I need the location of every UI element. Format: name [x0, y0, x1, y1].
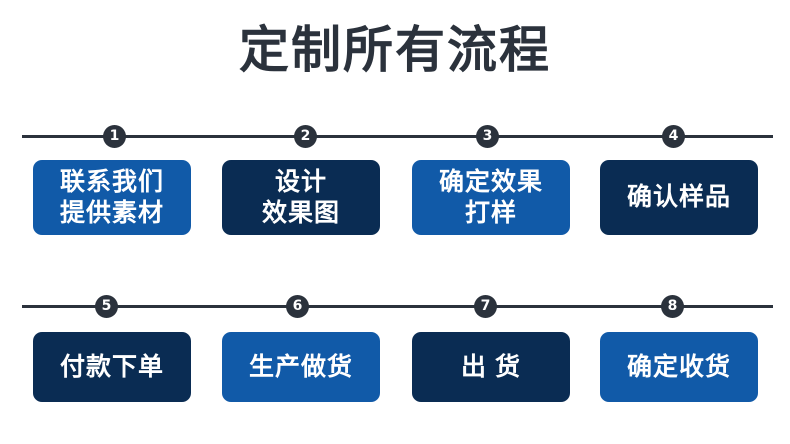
- step-box-2[interactable]: 设计 效果图: [222, 160, 380, 235]
- step-box-5[interactable]: 付款下单: [33, 332, 191, 402]
- page-title: 定制所有流程: [239, 22, 551, 78]
- step-badge-3: 3: [476, 125, 499, 148]
- step-box-2-line2: 效果图: [261, 198, 340, 227]
- step-badge-1: 1: [103, 125, 126, 148]
- step-badge-7: 7: [474, 295, 497, 318]
- step-badge-8: 8: [661, 295, 684, 318]
- step-box-4[interactable]: 确认样品: [600, 160, 758, 235]
- step-badge-6: 6: [286, 295, 309, 318]
- step-box-8-line1: 确定收货: [626, 352, 731, 381]
- step-badge-5: 5: [95, 295, 118, 318]
- step-box-7[interactable]: 出 货: [412, 332, 570, 402]
- step-box-1-line2: 提供素材: [59, 198, 164, 227]
- connector-line-row-1: [22, 135, 773, 138]
- step-box-4-line1: 确认样品: [626, 183, 731, 211]
- step-box-6-line1: 生产做货: [248, 352, 353, 381]
- step-box-6[interactable]: 生产做货: [222, 332, 380, 402]
- step-badge-4: 4: [662, 125, 685, 148]
- step-box-3[interactable]: 确定效果 打样: [412, 160, 570, 235]
- step-box-3-line2: 打样: [464, 198, 517, 227]
- step-box-1[interactable]: 联系我们 提供素材: [33, 160, 191, 235]
- step-box-1-line1: 联系我们: [59, 167, 164, 196]
- step-box-7-line1: 出 货: [461, 352, 521, 381]
- step-badge-2: 2: [294, 125, 317, 148]
- connector-line-row-2: [22, 305, 773, 308]
- step-box-8[interactable]: 确定收货: [600, 332, 758, 402]
- step-box-2-line1: 设计: [274, 167, 327, 196]
- step-box-5-line1: 付款下单: [59, 352, 164, 381]
- step-box-3-line1: 确定效果: [438, 167, 543, 196]
